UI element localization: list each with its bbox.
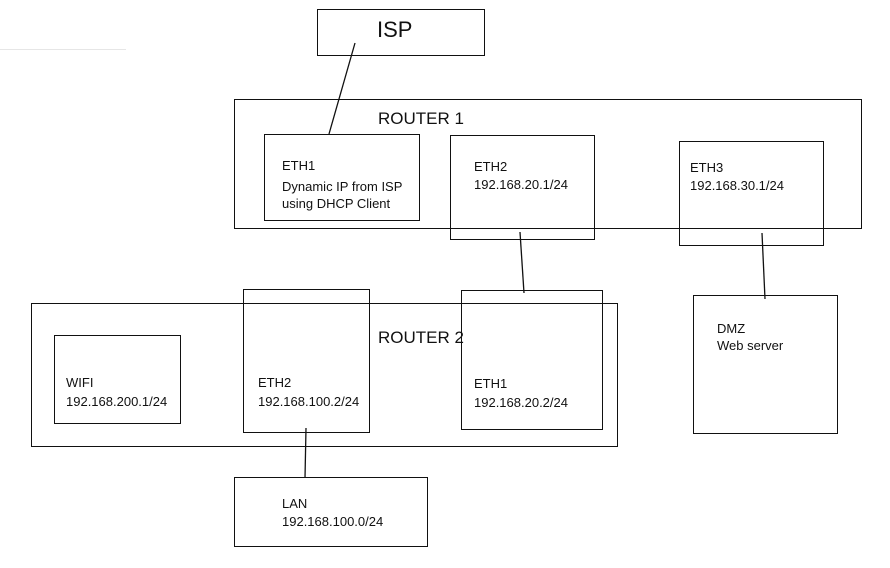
- router1-box: [234, 99, 862, 229]
- faint-divider: [0, 49, 126, 50]
- router2-label: ROUTER 2: [378, 328, 464, 347]
- router2-box: [31, 303, 618, 447]
- dmz-label-line2: Web server: [717, 338, 784, 353]
- router1-eth3-ip: 192.168.30.1/24: [690, 178, 784, 193]
- router2-wifi-name: WIFI: [66, 375, 94, 390]
- router1-eth2-box: [450, 135, 595, 240]
- router2-eth1-name: ETH1: [474, 376, 508, 391]
- dmz-box: [693, 295, 838, 434]
- lan-box: [234, 477, 428, 547]
- router1-eth3-name: ETH3: [690, 160, 724, 175]
- lan-name: LAN: [282, 496, 308, 511]
- router1-eth2-ip: 192.168.20.1/24: [474, 177, 568, 192]
- router2-eth1-box: [461, 290, 603, 430]
- router2-eth2-name: ETH2: [258, 375, 292, 390]
- router2-eth2-box: [243, 289, 370, 433]
- router1-eth3-box: [679, 141, 824, 246]
- router1-label: ROUTER 1: [378, 109, 464, 128]
- router2-wifi-ip: 192.168.200.1/24: [66, 394, 168, 409]
- router1-eth1-name: ETH1: [282, 158, 316, 173]
- router2-eth1-ip: 192.168.20.2/24: [474, 395, 568, 410]
- router1-eth2-to-router2-eth1-line: [519, 231, 525, 294]
- router1-eth1-line1: Dynamic IP from ISP: [282, 179, 403, 194]
- router2-eth2-ip: 192.168.100.2/24: [258, 394, 360, 409]
- router1-eth1-line2: using DHCP Client: [282, 196, 391, 211]
- dmz-label-line1: DMZ: [717, 321, 746, 336]
- isp-box: [317, 9, 485, 56]
- router1-eth1-box: [264, 134, 420, 221]
- router2-wifi-box: [54, 335, 181, 424]
- router1-eth2-name: ETH2: [474, 159, 508, 174]
- lan-ip: 192.168.100.0/24: [282, 514, 384, 529]
- isp-label: ISP: [377, 17, 413, 42]
